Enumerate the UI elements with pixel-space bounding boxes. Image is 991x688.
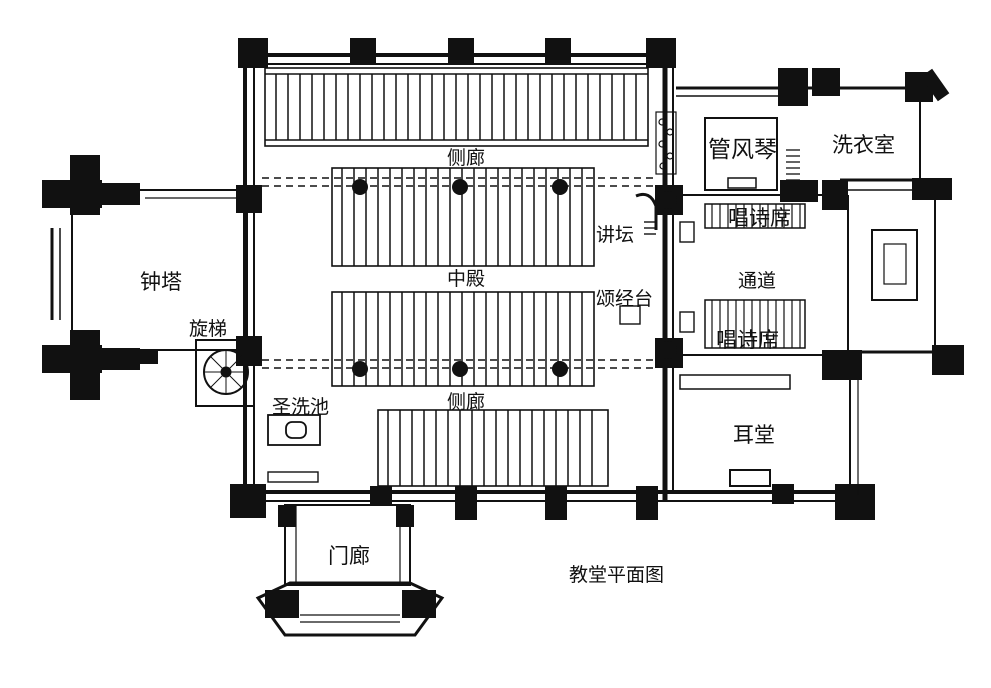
plan-title: 教堂平面图 [569, 564, 665, 586]
label-choir-south: 唱诗席 [716, 328, 779, 352]
label-pulpit: 讲坛 [596, 224, 635, 246]
label-spiral-stair: 旋梯 [189, 318, 228, 340]
pulpit [635, 192, 658, 235]
label-passage: 通道 [738, 270, 777, 292]
side-chapel [679, 374, 791, 487]
choir-stalls [704, 203, 806, 349]
label-vestry: 洗衣室 [832, 133, 895, 157]
nave-pews [331, 167, 609, 487]
bell-tower [50, 189, 248, 351]
buttresses [230, 38, 875, 520]
label-bell-tower: 钟塔 [140, 270, 182, 294]
bell-tower-piers [42, 155, 158, 400]
label-choir-north: 唱诗席 [728, 206, 791, 230]
baptismal-font [267, 414, 321, 483]
organ-stair [786, 149, 800, 181]
label-lectern: 颂经台 [596, 288, 654, 310]
label-nave: 中殿 [447, 268, 486, 290]
label-porch: 门廊 [328, 544, 370, 568]
porch [255, 504, 445, 637]
nave-columns [352, 179, 677, 377]
label-side-chapel: 耳堂 [733, 423, 775, 447]
label-aisle-north: 侧廊 [447, 147, 486, 169]
label-aisle-south: 侧廊 [447, 391, 486, 413]
porch-piers [265, 505, 436, 618]
vestry-piers [778, 68, 964, 380]
label-baptismal-font: 圣洗池 [272, 396, 330, 418]
spiral-stair [195, 339, 255, 407]
organ-stonework [655, 111, 677, 175]
aisle-lines [262, 177, 655, 369]
label-organ: 管风琴 [708, 137, 777, 163]
